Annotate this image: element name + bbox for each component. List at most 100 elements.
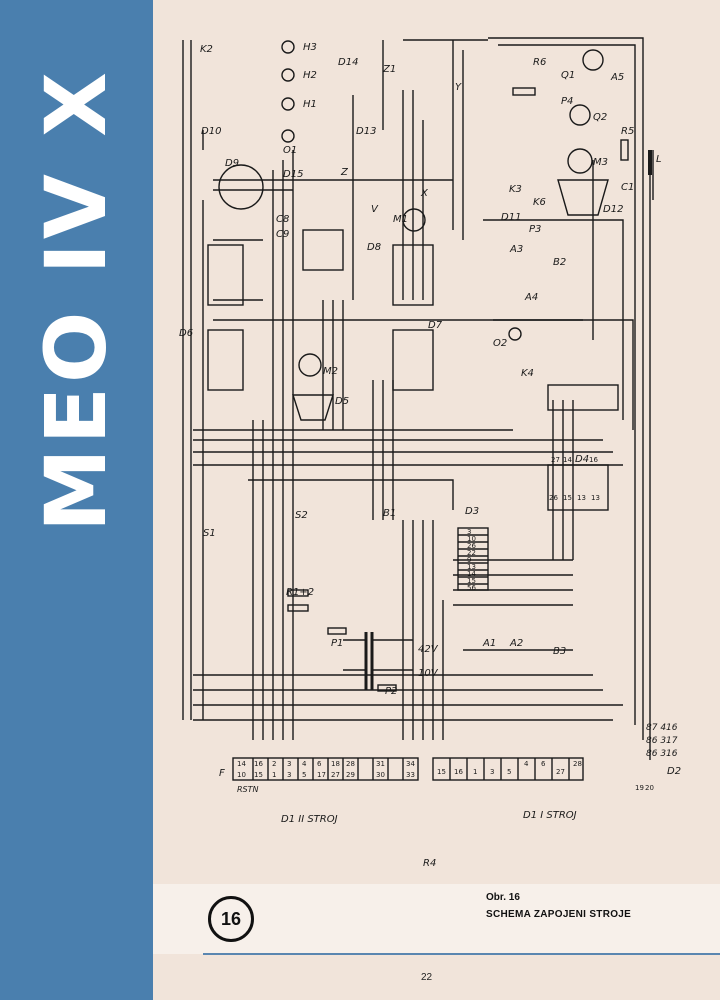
wiring-schematic: K2 H3 H2 H1 D14 Z1 R6 Q1 A5 Y Q2 P4 R5 M… xyxy=(179,37,681,869)
label-o2: O2 xyxy=(493,338,507,349)
label-d8: D8 xyxy=(367,242,381,253)
label-z1: Z1 xyxy=(382,64,396,75)
document-numbers: 87 416 86 317 86 316 xyxy=(646,722,678,761)
d4-terminal-7: 13 xyxy=(591,494,600,502)
f-terminal-bottom-6: 17 xyxy=(317,771,326,779)
label-d7: D7 xyxy=(428,320,443,331)
side-title: MEO IV X xyxy=(27,68,125,532)
label-q1: Q1 xyxy=(561,70,575,81)
doc-number-3: 86 316 xyxy=(646,749,678,759)
label-d4: D4 xyxy=(575,454,589,465)
d2-terminal-2: 20 xyxy=(645,784,654,792)
doc-number-1: 87 416 xyxy=(646,723,678,733)
label-42v: 42V xyxy=(418,644,439,655)
label-f: F xyxy=(219,768,225,779)
d1-terminal-7: 6 xyxy=(541,760,546,768)
label-b1: B1 xyxy=(383,508,396,519)
d2-terminal-1: 19 xyxy=(635,784,644,792)
label-r12: R1+2 xyxy=(286,587,314,598)
label-p1: P1 xyxy=(331,638,343,649)
f-terminal-bottom-3: 1 xyxy=(272,771,276,779)
f-terminal-bottom-9: 30 xyxy=(376,771,385,779)
f-terminal-bottom-1: 10 xyxy=(237,771,246,779)
label-d13: D13 xyxy=(356,126,376,137)
label-d2: D2 xyxy=(667,766,681,777)
label-y: Y xyxy=(455,82,462,93)
label-v: V xyxy=(371,204,379,215)
d3-terminal-1: 3 xyxy=(467,528,471,536)
page-number: 22 xyxy=(421,972,433,983)
figure-number-badge: 16 xyxy=(208,896,254,942)
label-d14: D14 xyxy=(338,57,358,68)
label-d6: D6 xyxy=(179,328,193,339)
label-l: L xyxy=(656,154,662,165)
label-b3: B3 xyxy=(553,646,566,657)
d1-terminal-3: 1 xyxy=(473,768,477,776)
d1-terminal-2: 16 xyxy=(454,768,463,776)
d3-terminal-5: 9 xyxy=(467,556,471,564)
label-q2: Q2 xyxy=(593,112,607,123)
d1-terminal-5: 5 xyxy=(507,768,511,776)
f-terminal-top-4: 3 xyxy=(287,760,291,768)
d1-terminal-6: 4 xyxy=(524,760,529,768)
label-d5: D5 xyxy=(335,396,349,407)
label-a1: A1 xyxy=(482,638,496,649)
f-terminal-top-2: 16 xyxy=(254,760,263,768)
f-terminal-bottom-10: 33 xyxy=(406,771,415,779)
label-k2: K2 xyxy=(200,44,213,55)
figure-label: Obr. 16 xyxy=(486,892,520,903)
d3-terminal-2: 10 xyxy=(467,535,476,543)
label-m2: M2 xyxy=(323,366,338,377)
d1-terminal-8: 27 xyxy=(556,768,565,776)
f-terminal-bottom-4: 3 xyxy=(287,771,291,779)
label-a3: A3 xyxy=(509,244,523,255)
caption-area: 16 Obr. 16 SCHEMA ZAPOJENI STROJE xyxy=(153,884,720,954)
label-a2: A2 xyxy=(509,638,523,649)
label-c8: C8 xyxy=(276,214,289,225)
f-terminal-top-5: 4 xyxy=(302,760,307,768)
label-x: X xyxy=(420,188,429,199)
footer-rule xyxy=(203,953,720,955)
d4-terminal-4: 26 xyxy=(549,494,558,502)
d3-terminal-7: 14 xyxy=(467,570,476,578)
f-terminal-top-8: 28 xyxy=(346,760,355,768)
label-r6: R6 xyxy=(533,57,546,68)
d3-terminal-3: 26 xyxy=(467,542,476,550)
f-terminal-top-10: 34 xyxy=(406,760,415,768)
label-c9: C9 xyxy=(276,229,289,240)
label-s2: S2 xyxy=(295,510,308,521)
label-a4: A4 xyxy=(524,292,538,303)
f-terminal-bottom-2: 15 xyxy=(254,771,263,779)
label-p3: P3 xyxy=(529,224,541,235)
label-p2: P2 xyxy=(385,686,397,697)
d3-terminal-4: 22 xyxy=(467,549,476,557)
f-terminal-bottom-7: 27 xyxy=(331,771,340,779)
d4-terminal-3: 16 xyxy=(589,456,598,464)
f-terminal-top-6: 6 xyxy=(317,760,322,768)
label-d9: D9 xyxy=(225,158,239,169)
page: K2 H3 H2 H1 D14 Z1 R6 Q1 A5 Y Q2 P4 R5 M… xyxy=(153,0,720,1000)
label-d1-stroj-2: D1 II STROJ xyxy=(281,814,338,825)
label-k6: K6 xyxy=(533,197,546,208)
label-d1-stroj-1: D1 I STROJ xyxy=(523,810,577,821)
label-d11: D11 xyxy=(501,212,521,223)
label-s1: S1 xyxy=(203,528,216,539)
label-r4: R4 xyxy=(423,858,436,869)
label-k3: K3 xyxy=(509,184,522,195)
d1-terminal-4: 3 xyxy=(490,768,494,776)
d4-terminal-6: 13 xyxy=(577,494,586,502)
doc-number-2: 86 317 xyxy=(646,736,678,746)
f-terminal-top-1: 14 xyxy=(237,760,246,768)
label-h2: H2 xyxy=(303,70,317,81)
f-terminal-top-7: 18 xyxy=(331,760,340,768)
label-h1: H1 xyxy=(303,99,317,110)
label-a5: A5 xyxy=(610,72,624,83)
d4-terminal-2: 14 xyxy=(563,456,572,464)
f-terminal-bottom-8: 29 xyxy=(346,771,355,779)
side-band: MEO IV X xyxy=(0,0,153,1000)
d3-terminal-9: 56 xyxy=(467,584,476,592)
d1-terminal-9: 28 xyxy=(573,760,582,768)
label-rstn: RSTN xyxy=(237,785,259,794)
label-o1: O1 xyxy=(283,145,297,156)
label-p4: P4 xyxy=(561,96,573,107)
